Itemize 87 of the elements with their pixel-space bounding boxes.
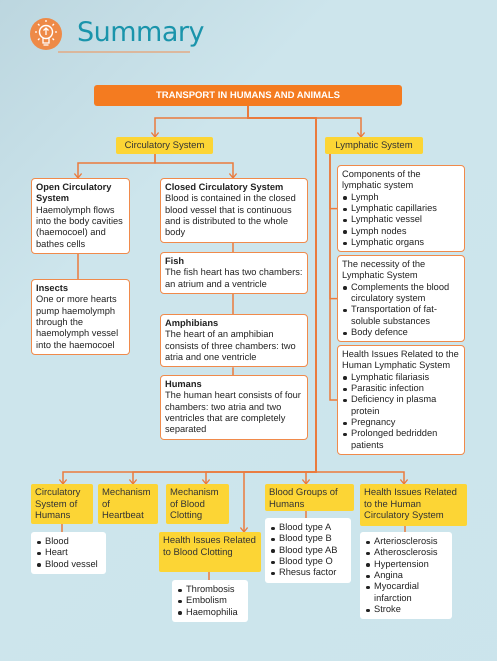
category-box: [31, 484, 93, 524]
list-item: Parasitic infection: [342, 382, 460, 394]
banner-text: TRANSPORT IN HUMANS AND ANIMALS: [156, 90, 340, 102]
connector-line: [305, 511, 307, 518]
list-item: Deficiency in plasma protein: [342, 394, 460, 417]
category-label: Mechanism of Blood Clotting: [170, 487, 220, 522]
info-box: [31, 279, 130, 355]
summary-heading: Summary: [77, 17, 204, 48]
box-heading: Amphibians: [165, 318, 220, 330]
info-box: [160, 252, 308, 294]
list-item: Heart: [36, 547, 101, 559]
category-box: [265, 484, 354, 511]
box-text: The heart of an amphibian consists of three chambers: two atria and one ventricle: [165, 329, 297, 364]
info-box: [31, 178, 130, 254]
box-text: The fish heart has two chambers: an atrium and a ventricle: [165, 267, 303, 290]
list-item: Stroke: [365, 604, 447, 616]
info-box: [160, 314, 308, 368]
list-item: Pregnancy: [342, 416, 460, 428]
info-box: [160, 178, 308, 243]
list-item: Blood type O: [270, 556, 346, 568]
info-box: [337, 345, 465, 455]
arrow: [154, 154, 238, 179]
box-heading: Health Issues Related to the Human Lymphatic System: [342, 349, 460, 372]
list-card: [172, 580, 248, 622]
topic-banner: [94, 85, 402, 106]
list-item: Thrombosis: [177, 584, 243, 596]
category-box: [166, 484, 229, 524]
list-item: Blood: [36, 536, 101, 548]
category-box: [325, 137, 423, 154]
box-text: The human heart consists of four chambers: two atria and two ventricles that are completely separated: [165, 390, 302, 436]
list-item: Blood type A: [270, 522, 346, 534]
list-item: Angina: [365, 570, 447, 582]
category-box: [116, 137, 213, 154]
category-box: [98, 484, 158, 524]
info-box: [337, 165, 465, 252]
list-item: Complements the blood circulatory system: [342, 282, 460, 304]
category-box: [159, 532, 261, 572]
list-item: Blood vessel: [36, 558, 101, 570]
category-label: Circulatory System of Humans: [35, 487, 82, 522]
list-card: [360, 532, 452, 620]
box-heading: Insects: [36, 283, 70, 294]
list-item: Body defence: [342, 326, 460, 338]
list-item: Rhesus factor: [270, 567, 346, 579]
list-item: Myocardial infarction: [365, 581, 447, 604]
list-item: Transportation of fat-soluble substances: [342, 304, 460, 327]
list-item: Lymphatic capillaries: [342, 202, 460, 214]
list-item: Lymph nodes: [342, 226, 460, 237]
connector-line: [232, 242, 234, 252]
list-item: Blood type AB: [270, 544, 346, 556]
connector-line: [329, 154, 337, 401]
connector-line: [208, 572, 210, 580]
list-item: Lymph: [342, 192, 460, 203]
connector-line: [61, 524, 63, 532]
box-heading: Fish: [165, 256, 186, 268]
box-heading: Closed Circulatory System: [165, 182, 284, 194]
category-box: [360, 484, 467, 526]
list-item: Atherosclerosis: [365, 547, 447, 559]
connector-line: [404, 526, 406, 532]
list-item: Lymphatic filariasis: [342, 372, 460, 383]
list-item: Blood type B: [270, 533, 346, 545]
box-heading: Humans: [165, 379, 203, 390]
category-label: Lymphatic System: [335, 140, 413, 152]
category-label: Health Issues Related to the Human Circulatory System: [364, 487, 458, 522]
list-item: Arteriosclerosis: [365, 536, 447, 548]
box-heading: The necessity of the Lymphatic System: [342, 259, 426, 282]
box-text: Haemolymph flows into the body cavities (haemocoel) and bathes cells: [36, 204, 124, 250]
list-item: Embolism: [177, 595, 243, 607]
list-item: Lymphatic organs: [342, 236, 460, 248]
box-heading: Open Circulatory System: [36, 182, 112, 205]
list-item: Prolonged bedridden patients: [342, 428, 460, 451]
list-item: Haemophilia: [177, 606, 243, 618]
category-label: Blood Groups of Humans: [269, 487, 339, 510]
list-item: Hypertension: [365, 558, 447, 570]
connector-line: [232, 367, 234, 375]
connector-line: [232, 294, 234, 314]
box-text: One or more hearts pump haemolymph through the haemolymph vessel into the haemocoel: [36, 294, 120, 351]
connector-line: [77, 254, 79, 279]
box-text: Blood is contained in the closed blood vessel that is continuous and is distributed to the whole body: [165, 193, 297, 239]
info-box: [337, 255, 465, 342]
box-heading: Components of the lymphatic system: [342, 169, 422, 192]
info-box: [160, 375, 308, 440]
list-card: [31, 532, 106, 574]
list-item: Lymphatic vessel: [342, 214, 460, 226]
category-label: Circulatory System: [124, 140, 204, 152]
category-label: Health Issues Related to Blood Clotting: [163, 535, 257, 558]
list-card: [265, 518, 351, 583]
category-label: Mechanism of Heartbeat: [102, 487, 152, 522]
